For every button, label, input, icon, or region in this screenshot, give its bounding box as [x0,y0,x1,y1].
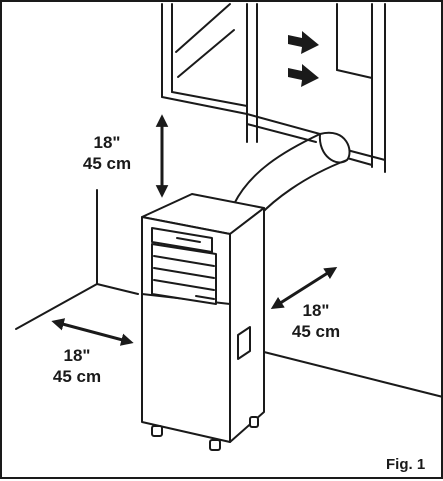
clearance-label-left: 18" 45 cm [32,345,122,387]
clearance-top-cm: 45 cm [82,154,132,173]
arrow-right-icon [288,64,319,87]
figure-caption: Fig. 1 [386,456,426,473]
arrow-right-icon [288,31,319,54]
room-corner [15,189,443,398]
clearance-label-top: 18" 45 cm [62,132,152,174]
double-arrow-diagonal-icon [51,318,134,346]
window [161,3,386,173]
double-arrow-diagonal-icon [270,266,338,310]
clearance-right-cm: 45 cm [291,322,341,341]
clearance-label-right: 18" 45 cm [270,300,362,342]
clearance-right-inches: 18" [302,301,330,320]
clearance-top-inches: 18" [93,133,121,152]
clearance-left-inches: 18" [63,346,91,365]
air-conditioner-unit [141,193,265,451]
clearance-left-cm: 45 cm [52,367,102,386]
exhaust-hose [233,131,351,216]
airflow-arrows [288,31,319,87]
